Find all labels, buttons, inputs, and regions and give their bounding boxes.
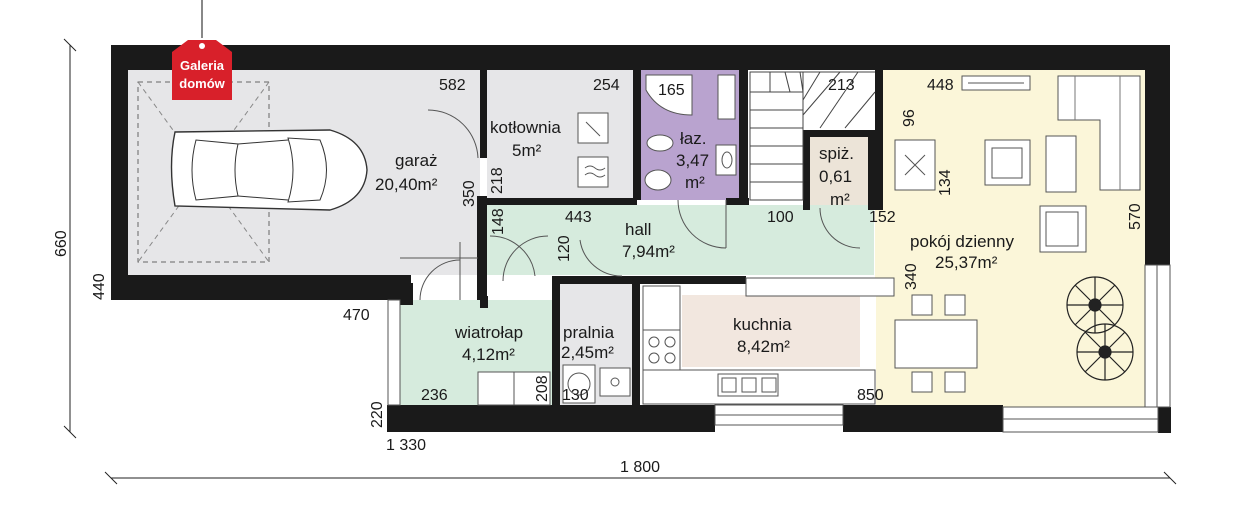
living-furniture bbox=[894, 75, 1141, 393]
dim-448: 448 bbox=[927, 77, 954, 94]
dim-213: 213 bbox=[828, 77, 855, 94]
logo-line1: Galeria bbox=[180, 58, 225, 73]
dim-1330: 1 330 bbox=[386, 437, 426, 454]
dim-130: 130 bbox=[562, 387, 589, 404]
vestibule-fixtures bbox=[400, 257, 551, 406]
bathroom-unit: m² bbox=[685, 173, 705, 192]
dim-208: 208 bbox=[534, 375, 551, 402]
windows bbox=[387, 264, 1171, 433]
bathroom-area: 3,47 bbox=[676, 151, 709, 170]
living-name: pokój dzienny bbox=[910, 232, 1014, 251]
kitchen-island bbox=[682, 295, 860, 367]
dim-340: 340 bbox=[903, 263, 920, 290]
bathroom-name: łaz. bbox=[680, 129, 706, 148]
laundry-fixtures bbox=[562, 364, 631, 404]
living-area: 25,37m² bbox=[935, 253, 998, 272]
doors bbox=[419, 109, 861, 301]
dim-582: 582 bbox=[439, 77, 466, 94]
logo-line2: domów bbox=[179, 76, 225, 91]
walls bbox=[111, 45, 1171, 433]
dim-660: 660 bbox=[53, 230, 70, 257]
boiler-floor bbox=[487, 70, 633, 200]
kitchen-counters bbox=[642, 277, 895, 405]
pantry-name: spiż. bbox=[819, 144, 854, 163]
hall-name: hall bbox=[625, 220, 651, 239]
dim-470: 470 bbox=[343, 307, 370, 324]
stairs bbox=[749, 71, 876, 201]
dim-1800: 1 800 bbox=[620, 459, 660, 476]
laundry-area: 2,45m² bbox=[561, 343, 614, 362]
dim-152: 152 bbox=[869, 209, 896, 226]
boiler-name: kotłownia bbox=[490, 118, 561, 137]
dim-165: 165 bbox=[658, 82, 685, 99]
vestibule-name: wiatrołap bbox=[454, 323, 523, 342]
pantry-area: 0,61 bbox=[819, 167, 852, 186]
car-icon bbox=[137, 81, 368, 263]
kitchen-area: 8,42m² bbox=[737, 337, 790, 356]
dim-148: 148 bbox=[490, 208, 507, 235]
pantry-floor bbox=[810, 135, 868, 205]
boiler-icon bbox=[577, 112, 609, 188]
hall-area: 7,94m² bbox=[622, 242, 675, 261]
galeria-domow-logo: Galeria domów bbox=[172, 0, 232, 100]
plant-icon bbox=[1066, 276, 1134, 381]
dim-236: 236 bbox=[421, 387, 448, 404]
dim-100: 100 bbox=[767, 209, 794, 226]
bathroom-fixtures bbox=[644, 74, 737, 191]
dim-443: 443 bbox=[565, 209, 592, 226]
dim-440: 440 bbox=[91, 273, 108, 300]
boiler-area: 5m² bbox=[512, 141, 542, 160]
dim-96: 96 bbox=[901, 109, 918, 127]
dim-120: 120 bbox=[556, 235, 573, 262]
dim-350: 350 bbox=[461, 180, 478, 207]
dim-254: 254 bbox=[593, 77, 620, 94]
dimension-lines bbox=[63, 38, 1177, 485]
dim-218: 218 bbox=[489, 167, 506, 194]
garage-name: garaż bbox=[395, 151, 438, 170]
laundry-name: pralnia bbox=[563, 323, 615, 342]
kitchen-name: kuchnia bbox=[733, 315, 792, 334]
dim-570: 570 bbox=[1127, 203, 1144, 230]
garage-area: 20,40m² bbox=[375, 175, 438, 194]
dim-134: 134 bbox=[937, 169, 954, 196]
vestibule-area: 4,12m² bbox=[462, 345, 515, 364]
dim-220: 220 bbox=[369, 401, 386, 428]
dim-850: 850 bbox=[857, 387, 884, 404]
pantry-unit: m² bbox=[830, 190, 850, 209]
